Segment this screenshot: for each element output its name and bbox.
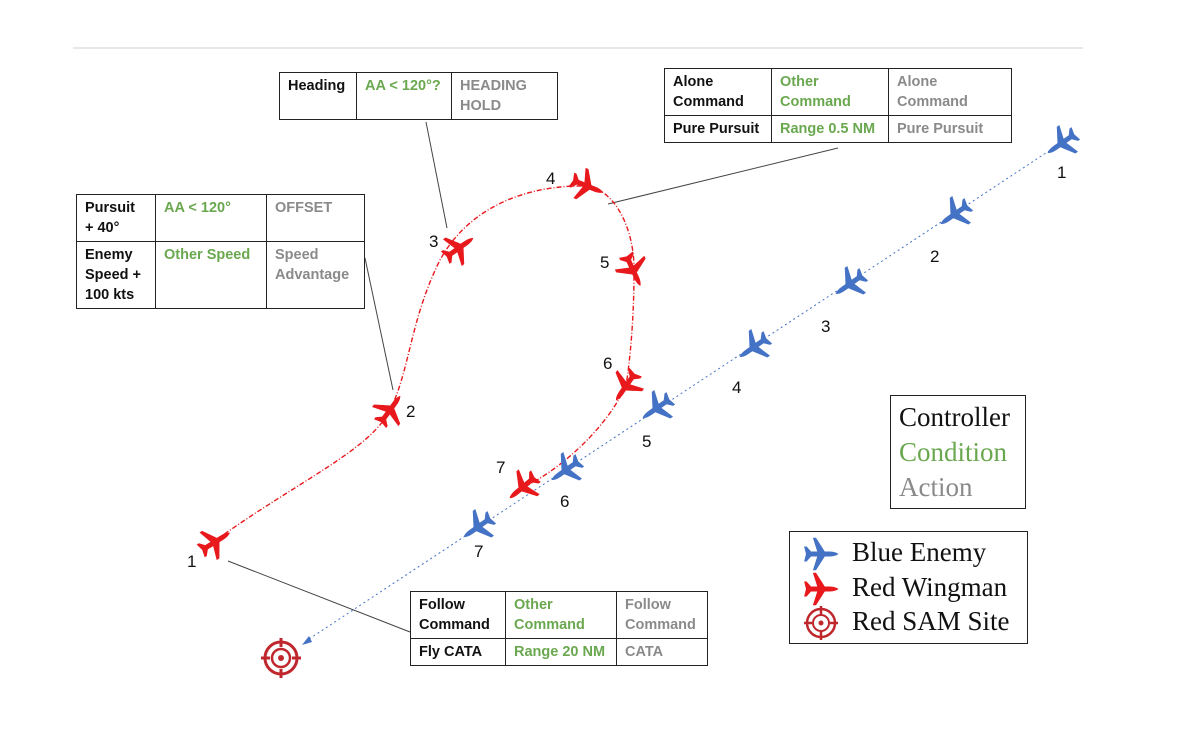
legend-condition: Condition: [899, 437, 1008, 467]
connector-line-t1: [364, 257, 394, 391]
legend-controller: Controller: [899, 402, 1010, 432]
blue-position-label: 2: [930, 247, 939, 266]
blue-path-arrowhead: [302, 636, 312, 645]
connector-line-t4: [227, 560, 411, 633]
table-follow-command: Follow Command Other Command Follow Comm…: [410, 591, 708, 666]
red-jet-icon: [509, 469, 541, 499]
table-row: Alone Command Other Command Alone Comman…: [664, 68, 1012, 116]
blue-jet-icon: [1047, 125, 1081, 154]
table-row: Heading AA < 120°? HEADING HOLD: [279, 72, 558, 120]
key-legend: Controller Condition Action: [890, 395, 1026, 509]
condition-cell: Other Command: [771, 68, 889, 116]
blue-position-label: 4: [732, 378, 741, 397]
table-alone-command: Alone Command Other Command Alone Comman…: [664, 68, 1012, 143]
blue-jet-icon: [739, 329, 773, 358]
condition-cell: Range 20 NM: [505, 638, 617, 666]
icon-legend: Blue Enemy Red Wingman Red SAM Site: [789, 531, 1028, 644]
blue-position-label: 7: [474, 542, 483, 561]
red-jet-icon: [568, 167, 604, 200]
condition-cell: AA < 120°?: [356, 72, 452, 120]
red-position-label: 4: [546, 169, 555, 188]
sam-target-icon: [804, 606, 838, 640]
red-jet-icon: [196, 530, 230, 561]
red-jet-icon: [440, 237, 474, 266]
table-row: Pursuit + 40° AA < 120° OFFSET: [76, 194, 365, 242]
blue-jet-icon: [463, 509, 497, 538]
action-cell: CATA: [616, 638, 708, 666]
connector-line-t3: [607, 147, 839, 205]
blue-jet-icon: [642, 390, 676, 419]
connector-line-t2: [425, 121, 448, 229]
sam-target-icon: [261, 638, 301, 678]
condition-cell: Other Speed: [155, 241, 267, 309]
blue-jet-icon: [835, 266, 869, 295]
action-cell: Follow Command: [616, 591, 708, 639]
blue-enemy-path: [305, 144, 1059, 642]
controller-cell: Follow Command: [410, 591, 506, 639]
table-row: Follow Command Other Command Follow Comm…: [410, 591, 708, 639]
legend-blue-label: Blue Enemy: [852, 537, 987, 567]
top-divider: [73, 47, 1083, 49]
blue-position-label: 1: [1057, 163, 1066, 182]
red-position-label: 6: [603, 354, 612, 373]
red-jet-icon: [615, 367, 644, 401]
red-position-label: 1: [187, 552, 196, 571]
table-row: Pure Pursuit Range 0.5 NM Pure Pursuit: [664, 115, 1012, 143]
legend-action: Action: [899, 472, 973, 502]
blue-position-label: 6: [560, 492, 569, 511]
controller-cell: Pursuit + 40°: [76, 194, 156, 242]
legend-sam-label: Red SAM Site: [852, 606, 1010, 636]
condition-cell: AA < 120°: [155, 194, 267, 242]
red-position-label: 2: [406, 402, 415, 421]
controller-cell: Enemy Speed + 100 kts: [76, 241, 156, 309]
red-jet-icon: [614, 251, 646, 286]
red-jet-icon: [372, 395, 401, 429]
red-position-label: 3: [429, 232, 438, 251]
blue-jet-icon: [551, 452, 585, 481]
blue-position-label: 3: [821, 317, 830, 336]
action-cell: Speed Advantage: [266, 241, 365, 309]
red-position-label: 7: [496, 458, 505, 477]
action-cell: OFFSET: [266, 194, 365, 242]
blue-position-label: 5: [642, 432, 651, 451]
blue-jet-icon: [940, 196, 974, 225]
condition-cell: Other Command: [505, 591, 617, 639]
action-cell: Alone Command: [888, 68, 1012, 116]
red-position-label: 5: [600, 253, 609, 272]
table-heading: Heading AA < 120°? HEADING HOLD: [279, 72, 558, 120]
table-pursuit: Pursuit + 40° AA < 120° OFFSET Enemy Spe…: [76, 194, 365, 309]
legend-red-label: Red Wingman: [852, 572, 1008, 602]
table-row: Fly CATA Range 20 NM CATA: [410, 638, 708, 666]
red-jet-icon: [804, 572, 839, 606]
controller-cell: Fly CATA: [410, 638, 506, 666]
condition-cell: Range 0.5 NM: [771, 115, 889, 143]
blue-jet-icon: [804, 537, 839, 571]
action-cell: Pure Pursuit: [888, 115, 1012, 143]
action-cell: HEADING HOLD: [451, 72, 558, 120]
controller-cell: Pure Pursuit: [664, 115, 772, 143]
table-row: Enemy Speed + 100 kts Other Speed Speed …: [76, 241, 365, 309]
controller-cell: Heading: [279, 72, 357, 120]
controller-cell: Alone Command: [664, 68, 772, 116]
